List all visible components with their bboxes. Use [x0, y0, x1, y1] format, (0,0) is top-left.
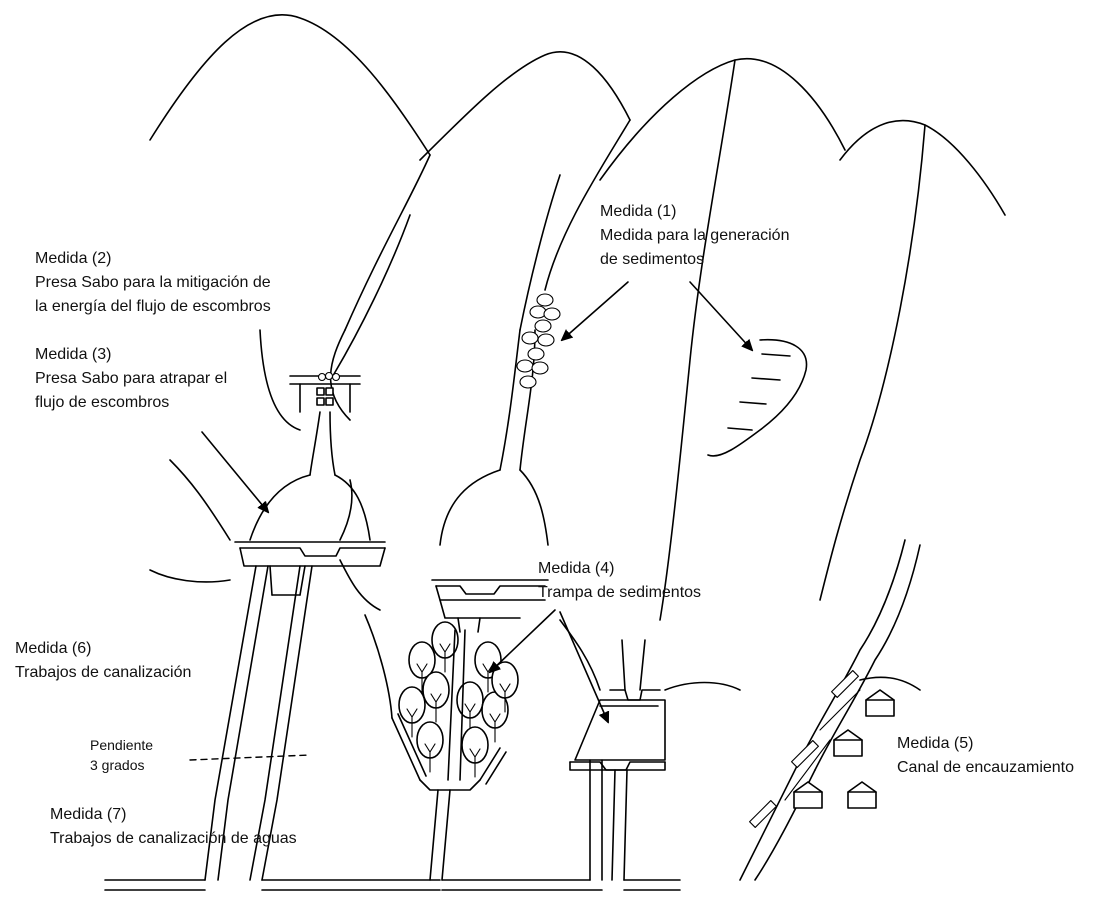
medida-1-line-1: Medida para la generación	[600, 224, 789, 248]
medida-2-line-1: Presa Sabo para la mitigación de	[35, 271, 271, 295]
label-medida-7: Medida (7) Trabajos de canalización de a…	[50, 803, 297, 851]
ridge-left	[150, 15, 430, 155]
label-medida-2: Medida (2) Presa Sabo para la mitigación…	[35, 247, 271, 319]
arrow-icon	[490, 610, 555, 672]
house-icon	[794, 782, 822, 808]
medida-7-line-1: Trabajos de canalización de aguas	[50, 827, 297, 851]
arrow-icon	[690, 282, 752, 350]
hillside-terraces	[708, 340, 807, 456]
arrow-icon	[560, 612, 608, 722]
medida-1-line-2: de sedimentos	[600, 248, 789, 272]
medida-2-line-2: la energía del flujo de escombros	[35, 295, 271, 319]
medida-4-title: Medida (4)	[538, 557, 701, 581]
medida-2-title: Medida (2)	[35, 247, 271, 271]
label-medida-4: Medida (4) Trampa de sedimentos	[538, 557, 701, 605]
medida-3-line-2: flujo de escombros	[35, 391, 227, 415]
sediment-steps	[517, 294, 560, 388]
medida-3-line-1: Presa Sabo para atrapar el	[35, 367, 227, 391]
ridge-center	[600, 59, 845, 180]
center-valley	[440, 60, 735, 620]
house-icon	[866, 690, 894, 716]
ridge-right	[840, 121, 1005, 215]
label-medida-6: Medida (6) Trabajos de canalización	[15, 637, 191, 685]
mountain-ridges	[150, 15, 1005, 215]
label-medida-1: Medida (1) Medida para la generación de …	[600, 200, 789, 272]
label-slope: Pendiente 3 grados	[90, 735, 153, 775]
medida-6-title: Medida (6)	[15, 637, 191, 661]
slope-line-2: 3 grados	[90, 755, 153, 775]
center-canal	[430, 760, 602, 890]
medida-6-line-1: Trabajos de canalización	[15, 661, 191, 685]
right-canal	[612, 770, 680, 890]
slope-indicator-line	[190, 755, 310, 760]
label-medida-5: Medida (5) Canal de encauzamiento	[897, 732, 1074, 780]
medida-7-title: Medida (7)	[50, 803, 297, 827]
ridge-center-left	[420, 52, 630, 160]
arrow-icon	[562, 282, 628, 340]
arrow-icon	[202, 432, 268, 512]
house-icon	[848, 782, 876, 808]
label-medida-3: Medida (3) Presa Sabo para atrapar el fl…	[35, 343, 227, 415]
house-icon	[834, 730, 862, 756]
sabo-dam-upper-left	[290, 373, 360, 413]
medida-1-title: Medida (1)	[600, 200, 789, 224]
tree-grove	[392, 622, 518, 790]
slope-line-1: Pendiente	[90, 735, 153, 755]
medida-5-line-1: Canal de encauzamiento	[897, 756, 1074, 780]
sediment-trap	[570, 640, 665, 770]
medida-4-line-1: Trampa de sedimentos	[538, 581, 701, 605]
medida-3-title: Medida (3)	[35, 343, 227, 367]
sabo-dam-left-basin	[235, 542, 385, 595]
medida-5-title: Medida (5)	[897, 732, 1074, 756]
